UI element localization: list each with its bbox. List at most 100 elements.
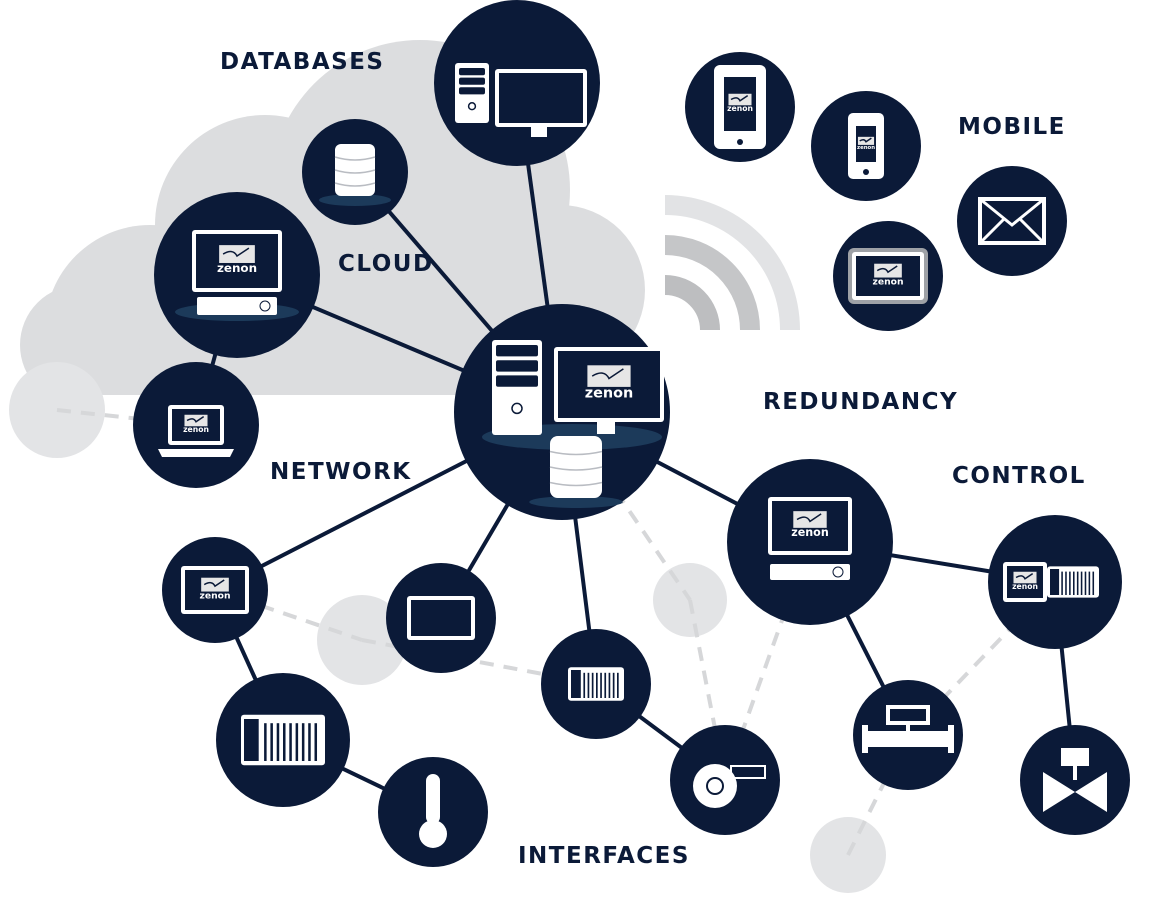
node-center: zenon xyxy=(454,304,670,520)
valve-icon xyxy=(1043,772,1107,812)
database-ring xyxy=(549,450,603,456)
power-button xyxy=(467,102,477,111)
mail-flap xyxy=(978,197,1046,245)
io-slot xyxy=(295,723,299,761)
drive-icon xyxy=(832,566,844,578)
node-circle xyxy=(957,166,1067,276)
io-slot xyxy=(604,672,607,698)
io-terminal xyxy=(244,719,259,761)
io-slot xyxy=(1092,571,1095,595)
wifi-arc xyxy=(664,275,720,331)
io-slot xyxy=(583,672,586,698)
thermometer-bulb-icon xyxy=(419,820,447,848)
shadow xyxy=(319,194,391,206)
node-iol xyxy=(216,673,350,807)
node-mail xyxy=(957,166,1067,276)
io-slot xyxy=(612,672,615,698)
flowmeter-stem xyxy=(906,723,910,733)
zenon-logo-mark xyxy=(1015,573,1034,580)
node-valve xyxy=(1020,725,1130,835)
io-slot xyxy=(1088,571,1091,595)
io-slot xyxy=(1065,571,1067,595)
label-network: NETWORK xyxy=(270,459,412,485)
io-slot xyxy=(1084,571,1087,595)
io-slot xyxy=(276,723,280,761)
shadow xyxy=(529,496,623,508)
drive-bay xyxy=(459,68,485,76)
zenon-logo-text: zenon xyxy=(217,261,257,275)
pipe-flange xyxy=(862,725,868,753)
io-slot xyxy=(600,672,602,698)
zenon-logo-mark xyxy=(859,137,872,143)
mail-icon xyxy=(978,197,1046,245)
wifi-arc xyxy=(664,195,800,331)
valve-stem xyxy=(1073,766,1077,780)
database-ring xyxy=(334,169,376,174)
workstation-base xyxy=(197,297,277,315)
io-slot xyxy=(289,723,292,761)
drive-bay xyxy=(459,87,485,95)
zenon-logo-text: zenon xyxy=(857,145,875,151)
node-iosm xyxy=(541,629,651,739)
drive-bay xyxy=(496,375,538,387)
io-slot xyxy=(596,672,598,698)
drive-bay xyxy=(496,360,538,372)
io-slot xyxy=(308,723,311,761)
io-slot xyxy=(591,672,594,698)
zenon-logo-text: zenon xyxy=(727,104,753,113)
node-tp: zenon xyxy=(162,537,268,643)
io-slot xyxy=(270,723,273,761)
sensor-scale xyxy=(730,765,766,779)
zenon-logo-mark xyxy=(730,95,749,102)
io-slot xyxy=(1080,571,1083,595)
label-databases: DATABASES xyxy=(220,49,385,75)
io-slot xyxy=(1069,571,1071,595)
home-button xyxy=(737,139,743,145)
io-slot xyxy=(1061,571,1063,595)
io-slot xyxy=(1076,571,1079,595)
valve-actuator xyxy=(1061,748,1089,766)
drive-bay xyxy=(496,345,538,357)
node-ptab: zenon xyxy=(833,221,943,331)
node-cws: zenon xyxy=(154,192,320,358)
screen xyxy=(411,600,471,636)
node-laptop: zenon xyxy=(133,362,259,488)
zenon-logo-icon xyxy=(587,365,631,387)
monitor-stand xyxy=(597,422,615,434)
zenon-logo-text: zenon xyxy=(1012,582,1038,591)
database-ring xyxy=(549,466,603,471)
label-interfaces: INTERFACES xyxy=(518,843,690,869)
monitor-stand xyxy=(531,127,547,137)
wifi-arc xyxy=(664,235,760,331)
zenon-logo-mark xyxy=(876,265,898,274)
node-tab: zenon xyxy=(685,52,795,162)
io-slot xyxy=(264,723,267,761)
label-mobile: MOBILE xyxy=(958,114,1066,140)
wifi-icon xyxy=(664,195,800,331)
node-disc xyxy=(670,725,780,835)
node-flow xyxy=(853,680,963,790)
node-therm xyxy=(378,757,488,867)
io-slot xyxy=(283,723,286,761)
zenon-logo-mark xyxy=(186,416,205,423)
zenon-logo-text: zenon xyxy=(199,590,230,601)
io-slot xyxy=(587,672,590,698)
node-io: zenon xyxy=(988,515,1122,649)
node-panel xyxy=(386,563,496,673)
io-slot xyxy=(1073,571,1075,595)
zenon-logo-mark xyxy=(591,368,624,380)
database-ring xyxy=(334,182,376,187)
zenon-logo-text: zenon xyxy=(585,386,634,402)
node-phone: zenon xyxy=(811,91,921,201)
workstation-base xyxy=(770,564,850,580)
database-cylinder xyxy=(550,436,602,498)
power-button xyxy=(511,402,523,415)
io-slot xyxy=(617,672,619,698)
zenon-logo-mark xyxy=(796,513,822,523)
zenon-logo-text: zenon xyxy=(183,425,209,434)
screen xyxy=(499,73,583,123)
pipe-flange xyxy=(948,725,954,753)
zenon-logo-text: zenon xyxy=(791,526,829,539)
